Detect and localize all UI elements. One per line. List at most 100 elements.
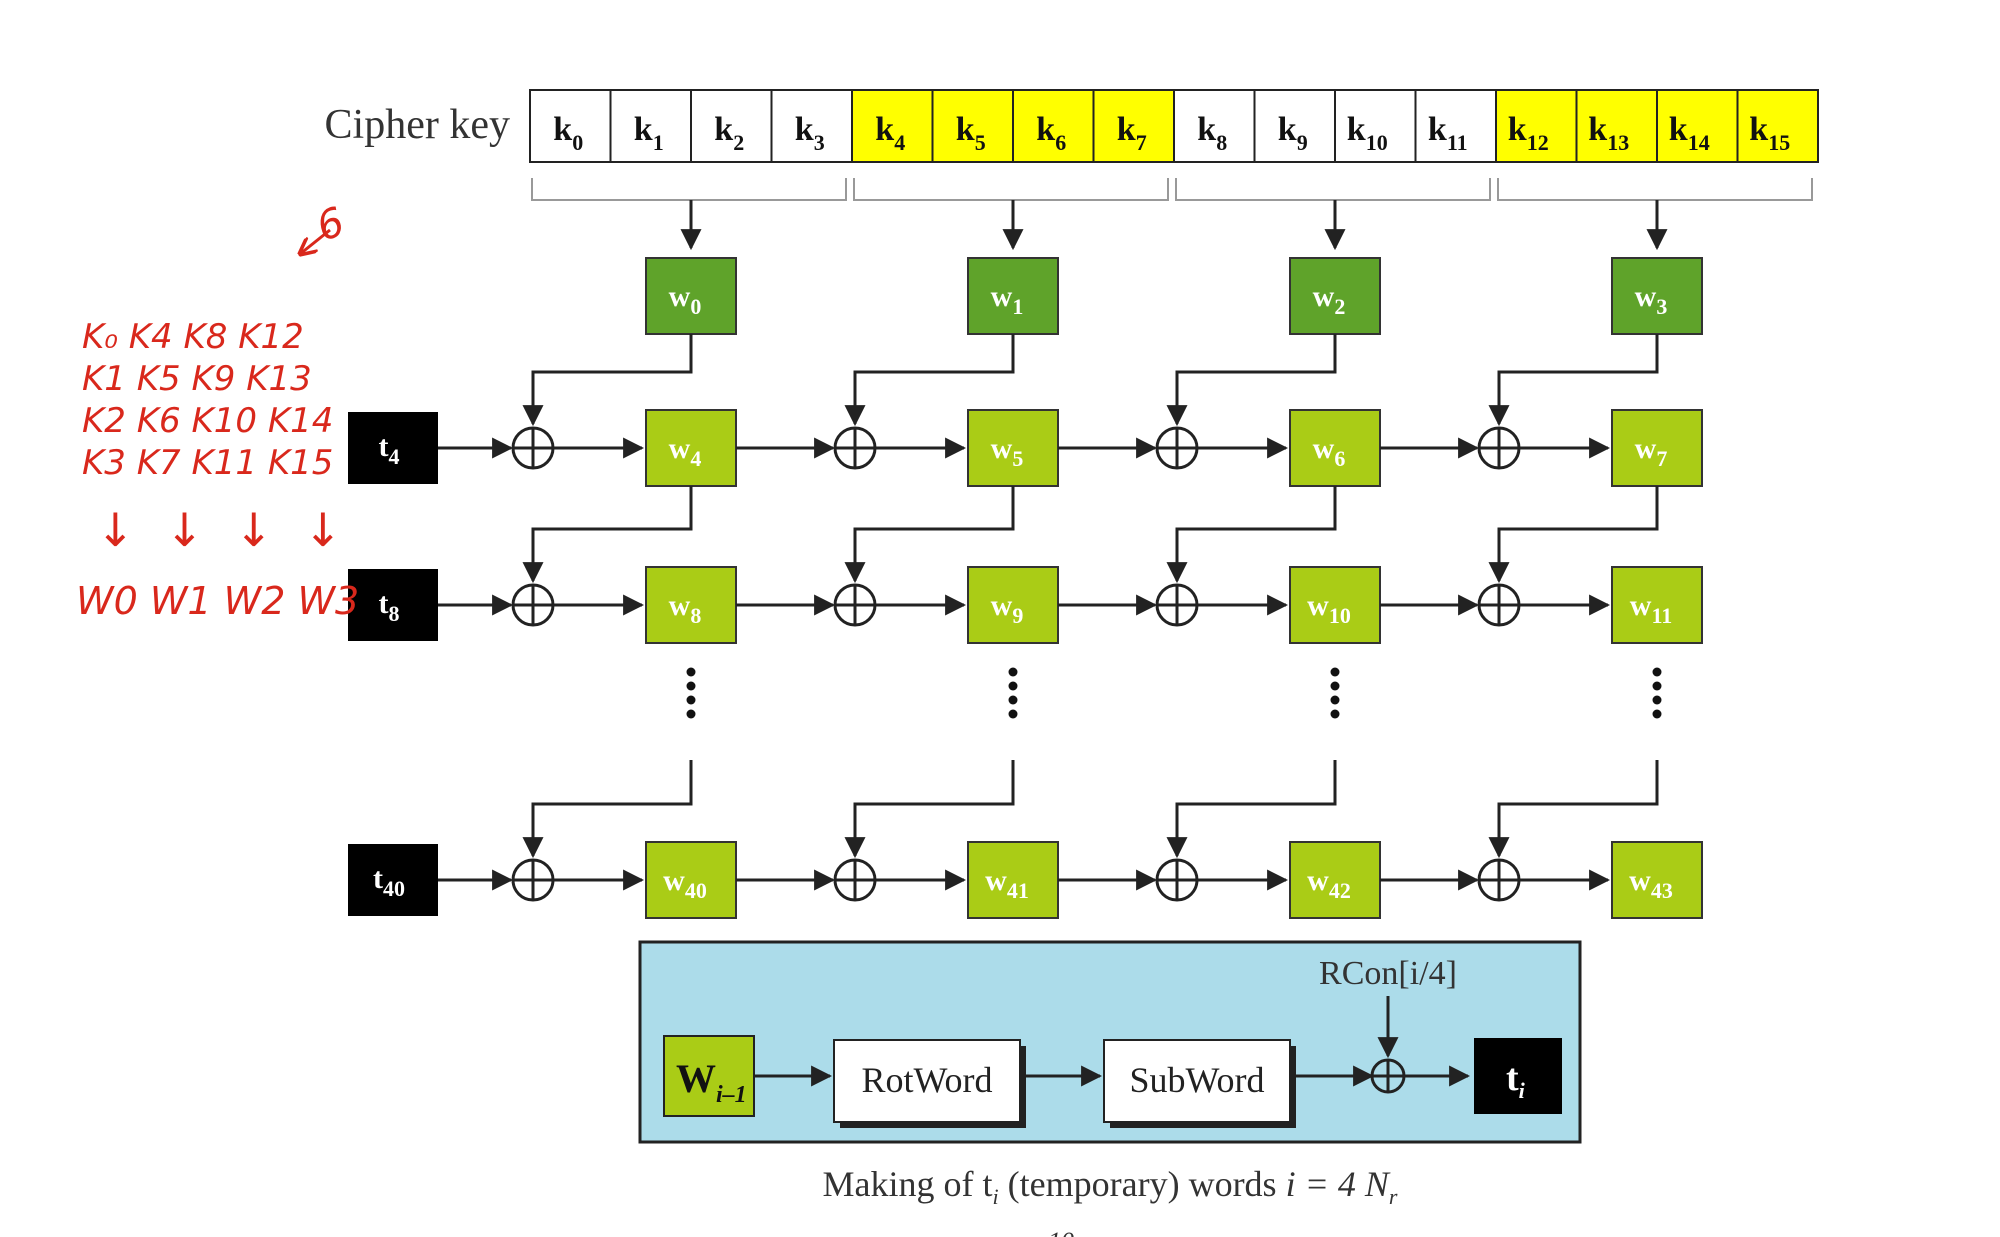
key-group-brace: [531, 178, 847, 201]
ellipsis-dot: [1330, 709, 1340, 719]
key-cell-base: k: [1428, 111, 1447, 148]
key-cell-base: k: [875, 111, 894, 148]
ellipsis-dots: [686, 667, 1662, 719]
key-cell-base: k: [1749, 111, 1768, 148]
key-cell-sub: 3: [814, 130, 825, 155]
svg-text:Wi–1: Wi–1: [676, 1056, 747, 1108]
inset-caption: Making of ti (temporary) words i = 4 Nr: [823, 1164, 1398, 1209]
key-cell-sub: 10: [1366, 130, 1388, 155]
subword-label: SubWord: [1129, 1060, 1264, 1100]
ellipsis-dot: [1330, 681, 1340, 691]
key-cell-box: [1173, 89, 1256, 163]
key-cell-base: k: [1117, 111, 1136, 148]
derived-word-label: w6: [1313, 432, 1346, 471]
key-cell-box: [1575, 89, 1658, 163]
derived-word-label: w41: [985, 864, 1029, 903]
key-cell-label: k15: [1749, 111, 1790, 155]
ellipsis-dot: [1008, 695, 1018, 705]
key-cell-box: [770, 89, 853, 163]
key-group-brace: [853, 178, 1169, 201]
ellipsis-dot: [686, 667, 696, 677]
xor-icon: [1155, 583, 1199, 627]
rotword-label: RotWord: [861, 1060, 992, 1100]
initial-word-box: [967, 257, 1059, 335]
key-cell-label: k13: [1588, 111, 1629, 155]
feedback-arrow: [1488, 760, 1659, 859]
key-cell-base: k: [1197, 111, 1216, 148]
key-cell-sub: 15: [1768, 130, 1790, 155]
inset-output-sub: i: [1519, 1078, 1526, 1103]
derived-word-label: w43: [1629, 864, 1673, 903]
ellipsis-dot: [686, 695, 696, 705]
derived-word-label: w9: [991, 589, 1024, 628]
key-cell-sub: 4: [894, 130, 905, 155]
initial-word-label: w1: [991, 280, 1024, 319]
derived-word-label: w10: [1307, 589, 1351, 628]
derived-word-label: w8: [669, 589, 702, 628]
annotation-line-4: K3 K7 K11 K15: [82, 443, 333, 483]
key-cell-box: [931, 89, 1014, 163]
key-cell-base: k: [714, 111, 733, 148]
feedback-arrow: [1488, 334, 1659, 427]
derived-word-label: w7: [1635, 432, 1668, 471]
temp-word-label: t40: [373, 862, 405, 901]
key-cell-box: [1012, 89, 1095, 163]
key-cell-sub: 0: [572, 130, 583, 155]
key-cell-base: k: [1278, 111, 1297, 148]
derived-word-box: [1611, 409, 1703, 487]
cipher-key-label: Cipher key: [325, 102, 510, 148]
derived-word-box: [1289, 841, 1381, 919]
xor-icon: [1477, 426, 1521, 470]
subword-box: [1103, 1039, 1291, 1123]
xor-icon: [1477, 858, 1521, 902]
key-cell-base: k: [1588, 111, 1607, 148]
page-number: 10: [1048, 1227, 1074, 1237]
temp-word-label: t8: [379, 587, 400, 626]
feedback-arrow: [522, 760, 693, 859]
key-group-brace: [1497, 178, 1813, 201]
key-cell-sub: 11: [1447, 130, 1468, 155]
key-cell-sub: 12: [1527, 130, 1549, 155]
annotation-words: W0 W1 W2 W3: [76, 579, 359, 623]
ellipsis-dot: [1652, 695, 1662, 705]
temp-word-box: [348, 569, 438, 641]
feedback-arrow: [522, 334, 693, 427]
key-cell-label: k9: [1278, 111, 1308, 155]
key-cell-label: k4: [875, 111, 905, 155]
key-cell-label: k14: [1669, 111, 1710, 155]
derived-word-box: [1289, 566, 1381, 644]
key-cell-label: k8: [1197, 111, 1227, 155]
scribble-mark: 6: [300, 199, 351, 254]
feedback-arrow: [1166, 486, 1337, 584]
key-cell-box: [1253, 89, 1336, 163]
derived-word-box: [967, 409, 1059, 487]
key-cell-sub: 1: [653, 130, 664, 155]
inset-output-t-box: [1474, 1038, 1562, 1114]
key-cell-label: k12: [1508, 111, 1549, 155]
key-cell-label: k3: [795, 111, 825, 155]
key-cell-label: k2: [714, 111, 744, 155]
derived-word-box: [967, 841, 1059, 919]
feedback-arrow: [844, 486, 1015, 584]
ellipsis-dot: [1008, 681, 1018, 691]
key-cell-sub: 5: [975, 130, 986, 155]
feedback-arrow: [844, 760, 1015, 859]
derived-word-box: [967, 566, 1059, 644]
key-cell-base: k: [1508, 111, 1527, 148]
inset-input-base: W: [676, 1056, 716, 1101]
ellipsis-dot: [1652, 681, 1662, 691]
rcon-label: RCon[i/4]: [1319, 955, 1457, 992]
key-cell-label: k11: [1428, 111, 1468, 155]
initial-word-label: w3: [1635, 280, 1668, 319]
key-cell-sub: 2: [733, 130, 744, 155]
derived-word-label: w4: [669, 432, 702, 471]
key-cell-label: k0: [553, 111, 583, 155]
xor-icon: [833, 583, 877, 627]
inset-xor-icon: [1370, 1058, 1406, 1094]
key-group-braces: [531, 178, 1813, 201]
xor-icon: [1477, 583, 1521, 627]
key-cell-sub: 9: [1297, 130, 1308, 155]
